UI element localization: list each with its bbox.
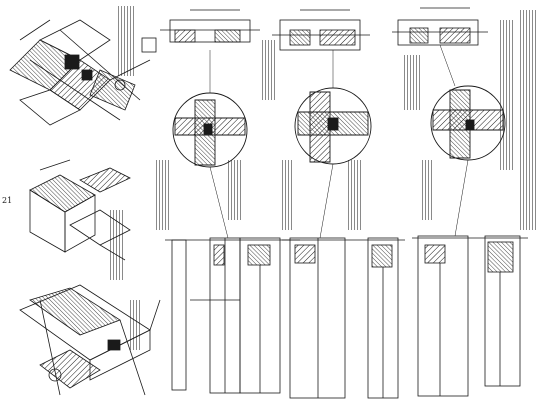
elevation-drawing-1: [165, 237, 300, 394]
text-column-10: [520, 10, 536, 230]
circular-detail-3: [430, 85, 506, 161]
text-column-3: [228, 160, 242, 220]
text-column-5: [282, 160, 294, 230]
section-detail-top-3: [392, 7, 488, 46]
page-number: 21: [2, 196, 13, 205]
text-column-12: [130, 300, 142, 350]
isometric-assembly-bottom: [19, 284, 161, 396]
text-column-6: [348, 160, 362, 230]
section-detail-top-2: [272, 9, 370, 51]
circular-detail-1: [172, 92, 248, 168]
elevation-drawing-3: [412, 235, 528, 397]
text-column-7: [404, 55, 420, 110]
leader-lines: [209, 44, 469, 239]
text-column-2: [156, 160, 170, 230]
text-column-4: [262, 40, 276, 100]
elevation-drawing-2: [282, 237, 405, 399]
section-detail-top-1: [141, 9, 260, 53]
circular-detail-2: [294, 87, 372, 165]
text-column-11: [110, 210, 124, 280]
text-column-1: [118, 6, 134, 76]
text-column-8: [422, 160, 434, 220]
isometric-assembly-top: [9, 19, 151, 126]
isometric-assembly-middle: [29, 159, 131, 261]
